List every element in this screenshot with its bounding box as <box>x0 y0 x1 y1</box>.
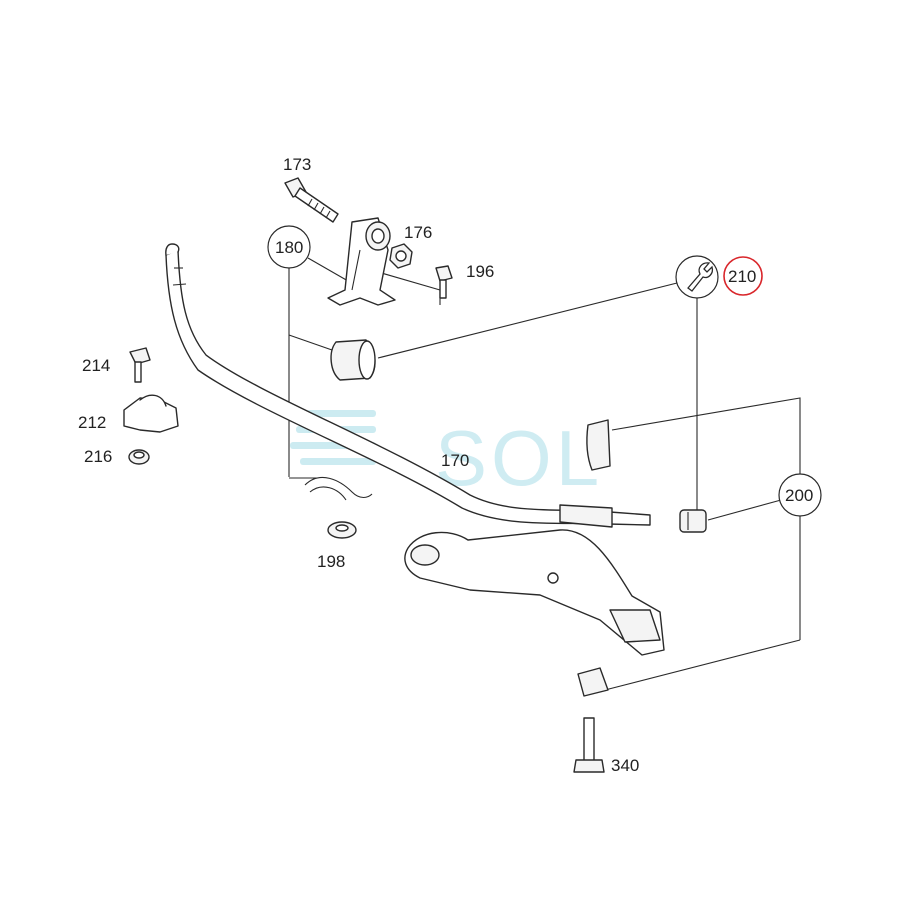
label-173: 173 <box>283 155 311 174</box>
wrench-icon <box>687 262 714 292</box>
label-170: 170 <box>441 451 469 470</box>
label-198: 198 <box>317 552 345 571</box>
label-216: 216 <box>84 447 112 466</box>
nut-176 <box>389 243 413 269</box>
link-bushing <box>679 509 707 533</box>
clamp-assembly <box>123 347 179 465</box>
bar-bushing <box>330 339 376 381</box>
label-214: 214 <box>82 356 110 375</box>
bolt-340 <box>573 717 605 773</box>
bolt-196 <box>435 265 453 299</box>
label-176: 176 <box>404 223 432 242</box>
label-196: 196 <box>466 262 494 281</box>
callout-circle-200 <box>778 473 822 517</box>
stabilizer-bar <box>165 243 651 528</box>
callout-circle-180 <box>267 225 311 269</box>
label-180: 180 <box>275 238 303 257</box>
lower-control-arm <box>404 529 665 656</box>
rubber-stop <box>577 667 609 697</box>
label-340: 340 <box>611 756 639 775</box>
label-200: 200 <box>785 486 813 505</box>
bar-bracket <box>327 217 396 306</box>
clip-198 <box>304 476 373 539</box>
bushing-shell <box>586 419 611 471</box>
highlight-circle-210 <box>723 256 763 296</box>
watermark-logo: SOL <box>290 410 603 502</box>
label-210: 210 <box>728 267 756 286</box>
bolt-173 <box>284 177 339 223</box>
watermark-text: SOL <box>435 414 603 502</box>
label-212: 212 <box>78 413 106 432</box>
